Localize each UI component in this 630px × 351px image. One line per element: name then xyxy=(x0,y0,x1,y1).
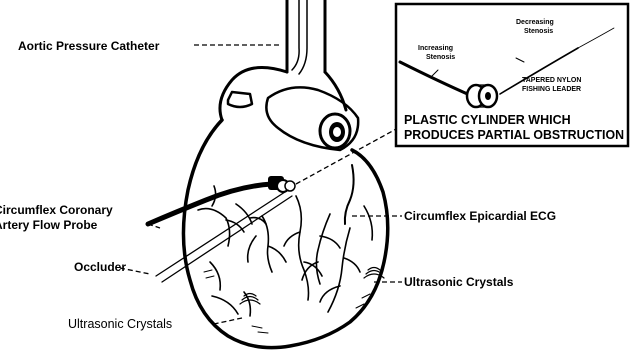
inset-caption-line1: PLASTIC CYLINDER WHICH xyxy=(404,113,571,127)
inset-increasing-line2: Stenosis xyxy=(426,54,455,61)
label-crystals-left: Ultrasonic Crystals xyxy=(68,317,172,331)
coronary-branches xyxy=(198,186,372,316)
inset-decreasing-line1: Decreasing xyxy=(516,19,554,26)
inset-increasing-line1: Increasing xyxy=(418,45,453,52)
inset-caption-line2: PRODUCES PARTIAL OBSTRUCTION xyxy=(404,128,624,142)
aortic-catheter-tube xyxy=(292,0,307,74)
label-aortic-catheter: Aortic Pressure Catheter xyxy=(18,39,160,53)
inset-panel: Decreasing Stenosis Increasing Stenosis … xyxy=(396,4,628,146)
flow-probe-head xyxy=(268,176,295,192)
callout-flow-probe xyxy=(148,224,160,228)
label-flow-probe-line2: Artery Flow Probe xyxy=(0,218,98,232)
label-flow-probe-line1: Circumflex Coronary xyxy=(0,203,113,217)
label-crystals-right: Ultrasonic Crystals xyxy=(404,275,514,289)
inset-leader-line2: FISHING LEADER xyxy=(522,86,581,93)
heart-illustration xyxy=(148,0,388,348)
occluder-tube xyxy=(156,190,292,282)
inset-decreasing-line2: Stenosis xyxy=(524,28,553,35)
callout-crystals-left xyxy=(214,318,242,324)
label-occluder: Occluder xyxy=(74,260,126,274)
label-epicardial-ecg: Circumflex Epicardial ECG xyxy=(404,209,556,223)
inset-leader-line1: TAPERED NYLON xyxy=(522,77,581,84)
plastic-cylinder xyxy=(467,85,497,107)
left-vessel-stump xyxy=(228,92,252,107)
ecg-lead xyxy=(345,165,354,224)
heart-outline xyxy=(183,120,387,348)
vessel-lumen-highlight xyxy=(333,127,341,137)
